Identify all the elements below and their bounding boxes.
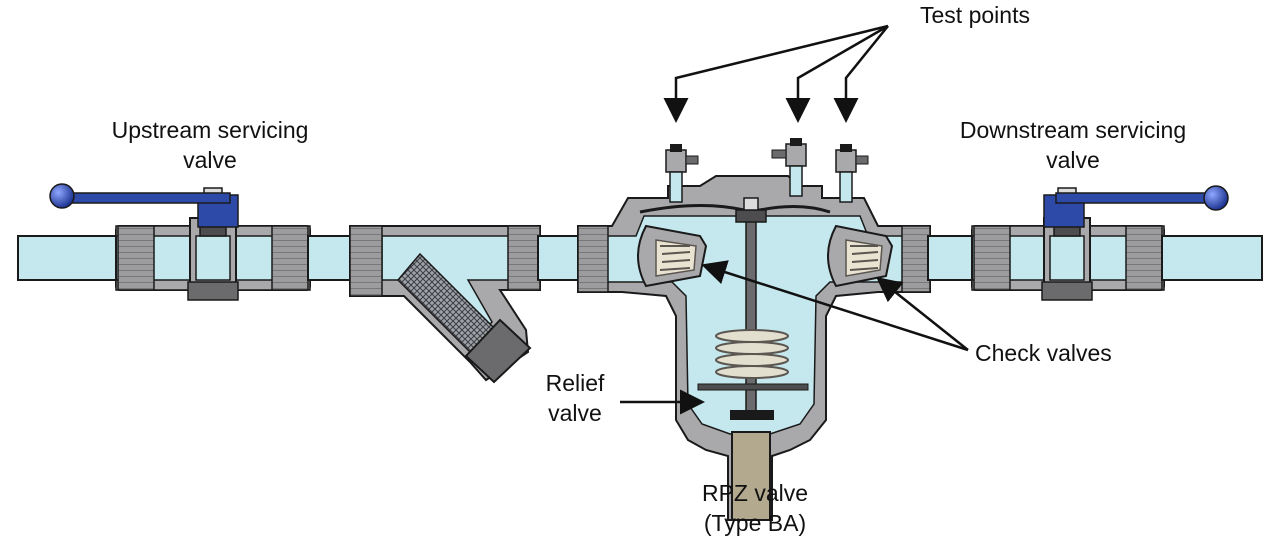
downstream-valve-line1: Downstream servicing <box>959 117 1187 143</box>
test-point-1 <box>665 144 699 203</box>
test-point-arrow-1 <box>663 24 889 123</box>
test-point-2 <box>771 138 807 197</box>
annotation-arrows <box>620 24 969 415</box>
upstream-valve-label: Upstream servicing valve <box>90 115 330 175</box>
upstream-servicing-valve <box>49 183 311 301</box>
test-point-3 <box>835 144 869 203</box>
downstream-valve-line2: valve <box>1046 147 1100 173</box>
inlet-pipe <box>17 235 119 281</box>
test-points-text: Test points <box>920 2 1030 28</box>
upstream-valve-line1: Upstream servicing <box>111 117 309 143</box>
relief-spring <box>715 329 789 379</box>
strainer-cap <box>464 318 532 384</box>
check-valve-arrow-2 <box>876 276 969 351</box>
downstream-servicing-valve <box>971 185 1229 301</box>
rpz-valve-line2: (Type BA) <box>703 510 807 536</box>
test-point-arrow-2 <box>785 24 889 123</box>
check-valve-arrow-1 <box>701 260 969 352</box>
y-strainer <box>349 225 541 384</box>
outlet-pipe <box>1161 235 1263 281</box>
upstream-valve-line2: valve <box>183 147 237 173</box>
pipe-segment <box>307 235 353 281</box>
relief-valve-line2: valve <box>548 400 602 426</box>
relief-outlet <box>731 431 771 521</box>
check-valves-label: Check valves <box>975 338 1155 368</box>
rpz-valve-line1: RPZ valve <box>701 480 809 506</box>
downstream-valve-handle-knob <box>1203 185 1229 211</box>
test-points-label: Test points <box>890 0 1060 30</box>
relief-valve-line1: Relief <box>545 370 605 396</box>
check-valves-text: Check valves <box>975 340 1112 366</box>
pipe-segment <box>927 235 975 281</box>
rpz-valve-label: RPZ valve (Type BA) <box>670 478 840 538</box>
downstream-valve-label: Downstream servicing valve <box>938 115 1208 175</box>
upstream-valve-handle-knob <box>49 183 75 209</box>
pipe-segment <box>537 235 583 281</box>
second-check-valve <box>827 224 894 288</box>
first-check-valve <box>637 224 708 288</box>
relief-valve-label: Relief valve <box>530 368 620 428</box>
test-point-arrow-3 <box>833 25 889 123</box>
rpz-valve-body <box>577 138 931 521</box>
relief-diaphragm <box>697 383 809 391</box>
